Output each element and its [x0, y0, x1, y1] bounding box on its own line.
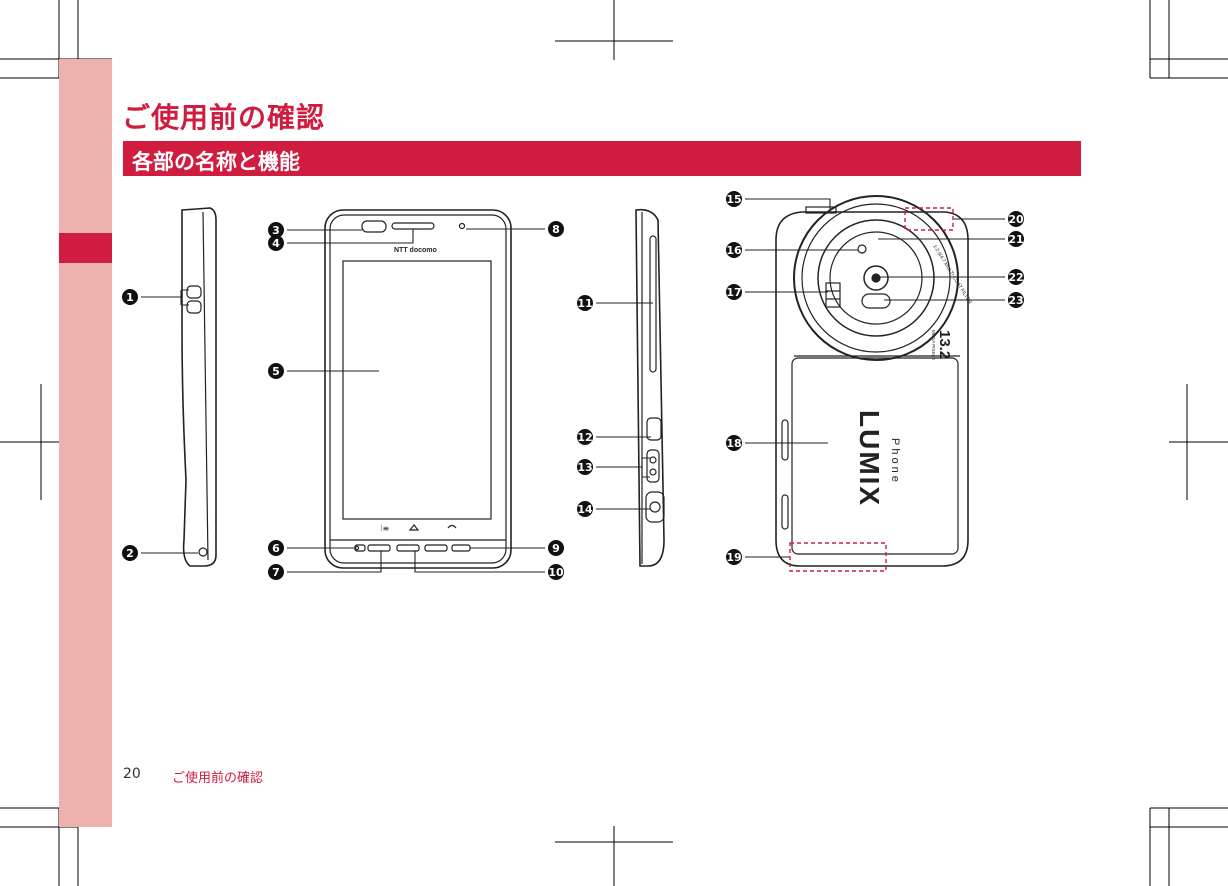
svg-text:10: 10: [548, 566, 564, 579]
callout-8: 8: [548, 221, 564, 237]
antenna-areas: [789, 207, 954, 572]
megapixel-label: 13.2 MEGA PIXELS: [931, 330, 953, 360]
svg-text:3: 3: [272, 224, 280, 237]
callout-22: 22: [1008, 269, 1024, 285]
svg-text:19: 19: [726, 551, 741, 564]
svg-text:17: 17: [726, 286, 741, 299]
svg-text:23: 23: [1008, 294, 1023, 307]
svg-text:2: 2: [126, 547, 134, 560]
callout-13: 13: [577, 459, 593, 475]
lumix-logo: LUMIX Phone: [854, 410, 901, 507]
callout-11: 11: [577, 295, 593, 311]
svg-text:14: 14: [577, 503, 593, 516]
svg-text:Phone: Phone: [889, 438, 901, 485]
callout-16: 16: [726, 242, 742, 258]
svg-text:21: 21: [1008, 233, 1023, 246]
svg-text:4: 4: [272, 237, 280, 250]
svg-text:18: 18: [726, 437, 741, 450]
section-title: 各部の名称と機能: [132, 150, 300, 174]
footer-chapter-label: ご使用前の確認: [172, 771, 264, 786]
callout-5: 5: [268, 363, 284, 379]
svg-text:8: 8: [552, 223, 560, 236]
callout-20: 20: [1008, 211, 1024, 227]
lens-ring-text: 1:2.4/4.7 MULTI COAT FILTER: [931, 244, 973, 306]
callout-10: 10: [548, 564, 564, 580]
svg-text:5: 5: [272, 365, 280, 378]
callout-3: 3: [268, 222, 284, 238]
svg-text:16: 16: [726, 244, 742, 257]
phone-front: ⁝≡: [324, 209, 512, 569]
callout-15: 15: [726, 191, 742, 207]
chapter-tab-indicator: [59, 233, 112, 263]
page-number: 20: [123, 766, 141, 782]
callout-23: 23: [1008, 292, 1024, 308]
callout-19: 19: [726, 549, 742, 565]
callout-14: 14: [577, 501, 593, 517]
callout-9: 9: [548, 540, 564, 556]
page-title: ご使用前の確認: [122, 101, 326, 134]
svg-text:20: 20: [1008, 213, 1024, 226]
svg-text:MEGA PIXELS: MEGA PIXELS: [931, 330, 936, 360]
svg-text:15: 15: [726, 193, 741, 206]
svg-text:13.2: 13.2: [936, 330, 953, 359]
phone-side-right: [635, 208, 665, 567]
callout-1: 1: [122, 289, 138, 305]
chapter-sidebar: [59, 59, 112, 827]
callout-7: 7: [268, 564, 284, 580]
svg-text:1:2.4/4.7 MULTI COAT FILTER: 1:2.4/4.7 MULTI COAT FILTER: [931, 244, 973, 306]
callout-4: 4: [268, 235, 284, 251]
svg-text:9: 9: [552, 542, 560, 555]
section-header: 各部の名称と機能: [123, 141, 1081, 176]
svg-text:LUMIX: LUMIX: [854, 410, 885, 507]
docomo-logo: NTT docomo: [394, 247, 437, 254]
svg-text:11: 11: [577, 297, 592, 310]
callout-18: 18: [726, 435, 742, 451]
callout-badges: 1 2 3 4 5 6 7 8 9 10 11 12 13 14 15 16 1…: [122, 191, 1024, 580]
callout-21: 21: [1008, 231, 1024, 247]
svg-text:6: 6: [272, 542, 280, 555]
svg-text:13: 13: [577, 461, 592, 474]
svg-text:22: 22: [1008, 271, 1023, 284]
svg-text:7: 7: [272, 566, 280, 579]
svg-text:12: 12: [577, 431, 592, 444]
callout-12: 12: [577, 429, 593, 445]
callout-2: 2: [122, 545, 138, 561]
leader-lines: [141, 198, 1005, 573]
callout-17: 17: [726, 284, 742, 300]
phone-back: [775, 195, 969, 567]
phone-side-left: [181, 207, 217, 567]
callout-6: 6: [268, 540, 284, 556]
svg-text:1: 1: [126, 291, 134, 304]
svg-text:⁝≡: ⁝≡: [380, 524, 389, 533]
